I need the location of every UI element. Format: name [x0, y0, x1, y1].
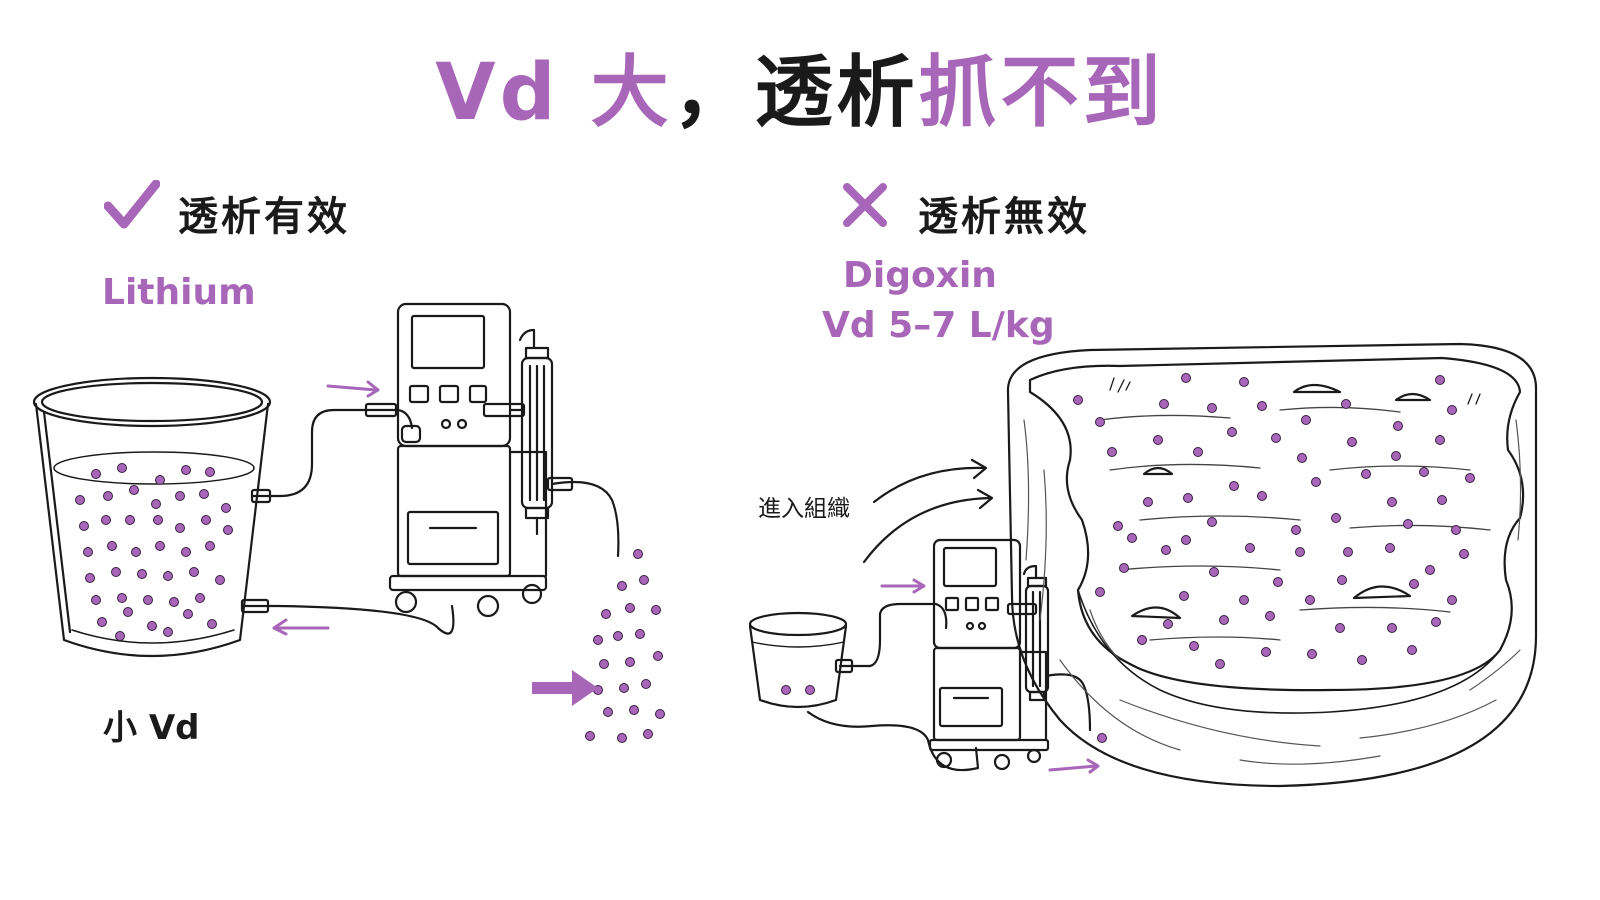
dialysis-machine-left	[388, 302, 620, 618]
tissue-reservoir	[1006, 342, 1538, 788]
tissue-arrows	[862, 458, 994, 564]
page-title: Vd 大，透析抓不到	[0, 30, 1600, 142]
dialysis-machine-right	[928, 538, 1092, 771]
particles-beaker	[75, 463, 233, 641]
beaker-small-vd	[32, 376, 272, 658]
big-outflow-arrow	[532, 670, 598, 706]
flow-arrows	[272, 380, 1100, 774]
hose-left	[240, 402, 455, 635]
particles-outflow	[585, 549, 665, 743]
title-part-dialysis: ，透析	[672, 48, 919, 138]
drug-digoxin: Digoxin	[843, 255, 997, 296]
title-part-vd: Vd 大	[435, 48, 673, 138]
title-part-cannot-catch: 抓不到	[918, 48, 1165, 138]
label-enter-tissue: 進入組織	[758, 496, 850, 522]
heading-ineffective: 透析無效	[918, 194, 1090, 240]
drug-lithium: Lithium	[102, 272, 256, 313]
heading-effective: 透析有效	[178, 194, 350, 240]
digoxin-vd-value: Vd 5–7 L/kg	[822, 305, 1055, 346]
cup-digoxin	[748, 602, 980, 772]
check-icon	[104, 180, 160, 229]
particles-cup	[781, 685, 1107, 743]
caption-small-vd: 小 Vd	[103, 708, 200, 748]
particles-tissue	[1073, 373, 1475, 669]
cross-icon	[843, 183, 887, 227]
